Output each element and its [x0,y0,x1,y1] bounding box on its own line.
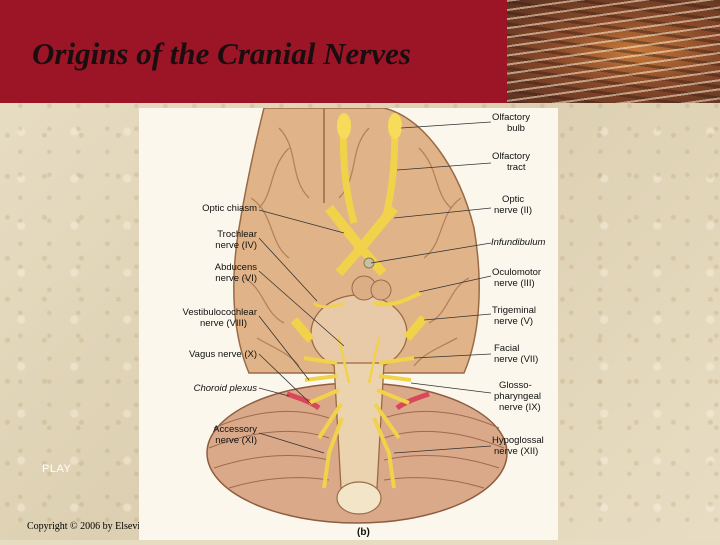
label-olfactory-bulb-1: Olfactory [492,112,530,123]
label-optic-chiasm: Optic chiasm [202,203,257,214]
label-facial-1: Facial [494,343,519,354]
svg-text:nerve (V): nerve (V) [494,316,533,327]
svg-text:nerve (VI): nerve (VI) [215,273,257,284]
svg-text:bulb: bulb [507,123,525,134]
label-vagus: Vagus nerve (X) [189,349,257,360]
label-trochlear-2: nerve (IV) [215,240,257,251]
svg-text:nerve (XI): nerve (XI) [215,435,257,446]
svg-text:tract: tract [507,162,526,173]
label-abducens-2: nerve (VI) [215,273,257,284]
svg-text:Olfactory: Olfactory [492,151,530,162]
svg-text:Choroid plexus: Choroid plexus [194,383,258,394]
svg-text:nerve (III): nerve (III) [494,278,535,289]
svg-text:Optic: Optic [502,194,524,205]
svg-text:Glosso-: Glosso- [499,380,532,391]
svg-text:Trochlear: Trochlear [217,229,257,240]
svg-text:Abducens: Abducens [215,262,258,273]
label-accessory-2: nerve (XI) [215,435,257,446]
label-abducens-1: Abducens [215,262,258,273]
svg-text:nerve (VIII): nerve (VIII) [200,318,247,329]
label-glossopharyngeal-1: Glosso- [499,380,532,391]
svg-text:nerve (II): nerve (II) [494,205,532,216]
label-trigeminal-1: Trigeminal [492,305,536,316]
svg-text:Oculomotor: Oculomotor [492,267,541,278]
svg-text:pharyngeal: pharyngeal [494,391,541,402]
label-olfactory-bulb-2: bulb [507,123,525,134]
brain-illustration: Olfactory bulb Olfactory tract Optic ner… [139,107,558,540]
brain-base-diagram: Olfactory bulb Olfactory tract Optic ner… [183,107,545,538]
svg-text:Vestibulocochlear: Vestibulocochlear [183,307,257,318]
svg-text:Vagus nerve (X): Vagus nerve (X) [189,349,257,360]
svg-text:nerve (XII): nerve (XII) [494,446,538,457]
svg-text:Olfactory: Olfactory [492,112,530,123]
label-glossopharyngeal-2: pharyngeal [494,391,541,402]
label-oculomotor-2: nerve (III) [494,278,535,289]
svg-text:nerve (VII): nerve (VII) [494,354,538,365]
label-optic-nerve-1: Optic [502,194,524,205]
label-vestibulocochlear-2: nerve (VIII) [200,318,247,329]
label-olfactory-tract-2: tract [507,162,526,173]
label-facial-2: nerve (VII) [494,354,538,365]
label-infundibulum: Infundibulum [491,237,545,248]
label-glossopharyngeal-3: nerve (IX) [499,402,541,413]
svg-text:nerve (IX): nerve (IX) [499,402,541,413]
label-hypoglossal-2: nerve (XII) [494,446,538,457]
title-banner: Origins of the Cranial Nerves [0,0,720,103]
label-hypoglossal-1: Hypoglossal [492,435,544,446]
banner-artwork [507,0,720,103]
label-optic-nerve-2: nerve (II) [494,205,532,216]
svg-text:Infundibulum: Infundibulum [491,237,545,248]
svg-text:nerve (IV): nerve (IV) [215,240,257,251]
play-button[interactable]: PLAY [42,463,72,475]
label-accessory-1: Accessory [213,424,257,435]
svg-text:(b): (b) [357,527,370,538]
slide-title: Origins of the Cranial Nerves [32,36,411,71]
copyright-notice: Copyright © 2006 by Elsevi [27,521,139,532]
svg-text:Optic chiasm: Optic chiasm [202,203,257,214]
label-choroid-plexus: Choroid plexus [194,383,258,394]
svg-text:Accessory: Accessory [213,424,257,435]
svg-text:Trigeminal: Trigeminal [492,305,536,316]
figure-panel-label: (b) [357,527,370,538]
label-olfactory-tract-1: Olfactory [492,151,530,162]
label-oculomotor-1: Oculomotor [492,267,541,278]
label-vestibulocochlear-1: Vestibulocochlear [183,307,257,318]
svg-text:Hypoglossal: Hypoglossal [492,435,544,446]
label-trochlear-1: Trochlear [217,229,257,240]
label-trigeminal-2: nerve (V) [494,316,533,327]
svg-text:Facial: Facial [494,343,519,354]
